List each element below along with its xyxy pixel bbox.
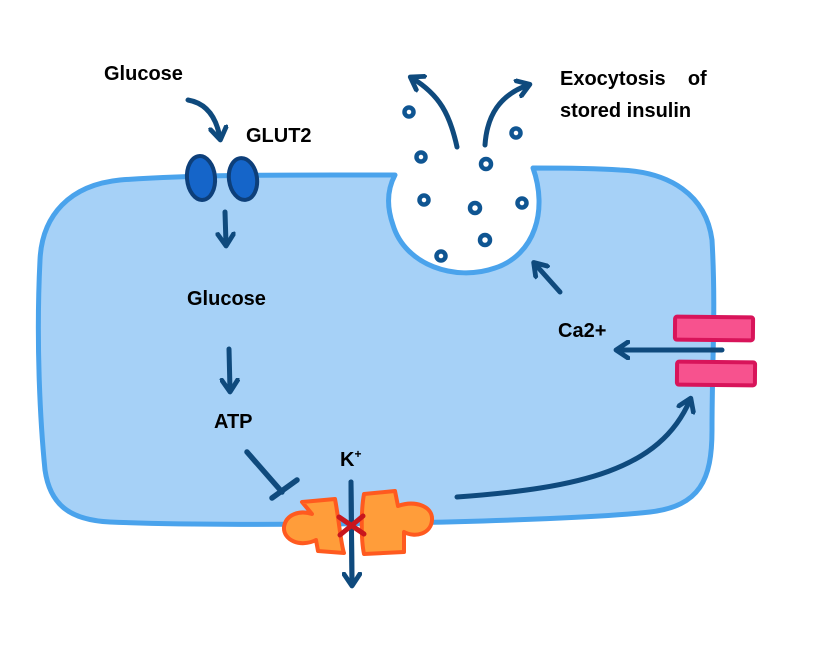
insulin-granule — [509, 126, 523, 140]
calcium-channel — [672, 314, 758, 388]
block-x-icon — [336, 513, 367, 538]
insulin-granule — [467, 200, 483, 216]
insulin-granule — [402, 105, 416, 119]
glut2-subunit — [184, 154, 218, 202]
label-potassium: K+ — [340, 447, 361, 471]
insulin-granule — [478, 156, 494, 172]
depolarization-arrow — [454, 400, 690, 500]
calcium-channel-subunit — [672, 314, 756, 343]
insulin-granule — [434, 249, 448, 263]
glut2-to-glucose-arrow — [225, 209, 226, 244]
glut2-transporter — [184, 154, 260, 202]
exocytosis-arrow-right — [482, 85, 528, 148]
label-atp: ATP — [214, 411, 253, 433]
insulin-granule — [417, 193, 431, 207]
exocytosis-arrow-left — [412, 78, 460, 150]
atp-inhibition — [244, 449, 300, 501]
glut2-subunit — [226, 156, 260, 202]
label-exocytosis-line2: stored insulin — [560, 100, 691, 122]
insulin-granule — [515, 196, 529, 210]
calcium-channel-subunit — [674, 359, 758, 388]
insulin-granule — [477, 232, 493, 248]
label-exocytosis-line1: Exocytosis of — [560, 68, 707, 90]
katp-subunit-left — [282, 497, 346, 555]
glucose-entry-arrow — [185, 97, 220, 138]
label-glucose-outside: Glucose — [104, 63, 183, 85]
label-glucose-inside: Glucose — [187, 288, 266, 310]
label-glut2: GLUT2 — [246, 125, 312, 147]
insulin-granule — [414, 150, 428, 164]
label-calcium: Ca2+ — [558, 320, 606, 342]
glucose-to-atp-arrow — [229, 346, 230, 390]
insulin-granules — [402, 105, 529, 263]
ca-to-granule-arrow — [535, 264, 563, 295]
cell-membrane — [35, 165, 717, 527]
